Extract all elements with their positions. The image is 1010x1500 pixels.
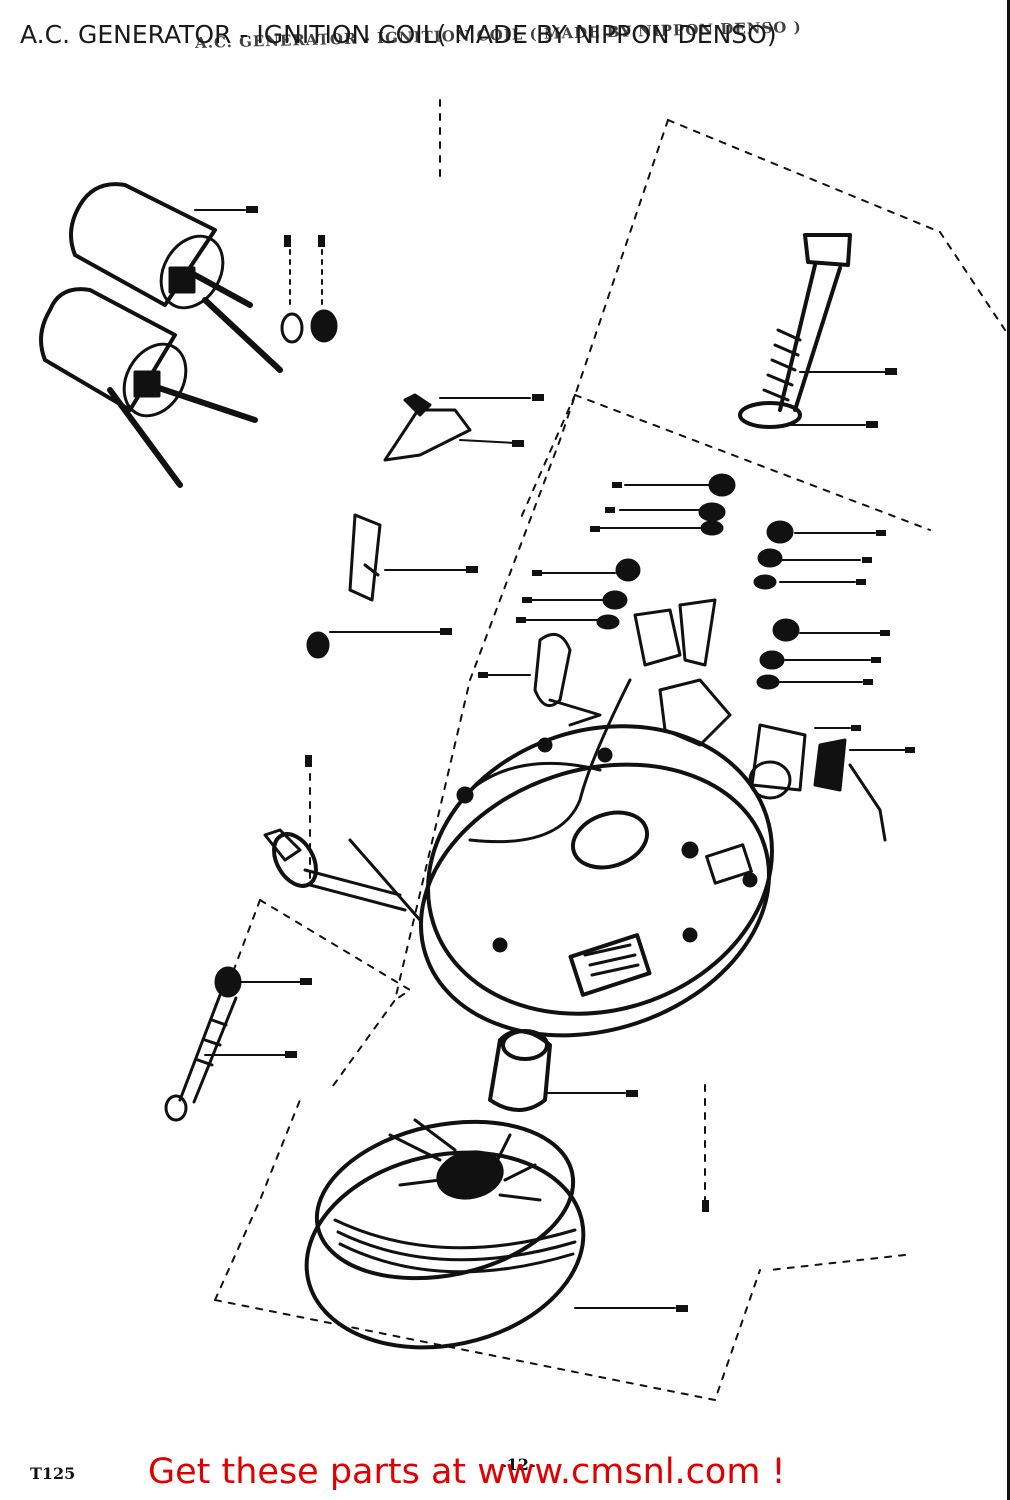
stator-screws — [306, 473, 800, 690]
crankshaft-bolt — [738, 233, 852, 429]
page-title: A.C. GENERATOR - IGNITION COIL( MADE BY … — [20, 20, 777, 49]
promo-link-text[interactable]: Get these parts at www.cmsnl.com ! — [148, 1452, 786, 1492]
ac-generator-stator — [419, 678, 774, 1038]
lead-wire-clamp — [383, 393, 472, 462]
condenser — [748, 723, 887, 842]
contact-breaker-parts — [533, 598, 732, 747]
stator-bolt — [164, 966, 242, 1122]
ignition-coil-upper — [69, 182, 283, 373]
assembly-outline — [214, 99, 1006, 1401]
plate-code: T125 — [30, 1464, 76, 1483]
ac-generator-rotor — [304, 1029, 586, 1350]
page-number: -12- — [500, 1455, 536, 1474]
ignition-coil-lower — [39, 287, 258, 488]
lead-wire-grommet — [263, 828, 422, 922]
coil-washer-nut-set — [280, 249, 338, 344]
right-border — [1007, 0, 1010, 1500]
mounting-bracket — [348, 513, 382, 602]
reference-marks — [246, 206, 915, 1312]
reference-leader-lines — [194, 209, 906, 1309]
